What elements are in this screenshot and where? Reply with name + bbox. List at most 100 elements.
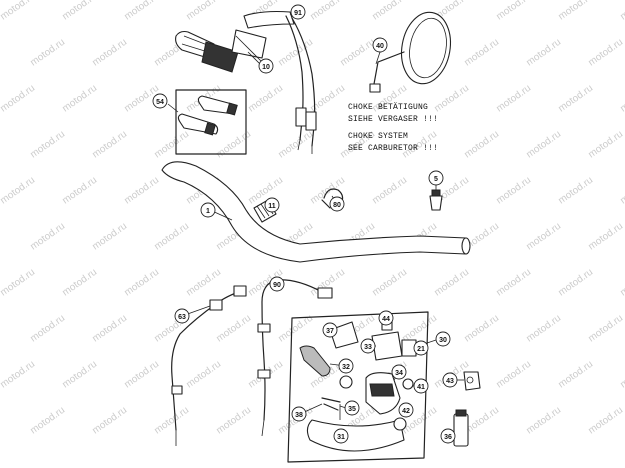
callout-10-label: 10 [262,64,270,71]
watermark-text: motod.ru [524,37,563,69]
watermark-text: motod.ru [586,37,625,69]
watermark-text: motod.ru [276,129,315,161]
watermark-text: motod.ru [432,83,471,115]
watermark-text: motod.ru [618,0,625,22]
watermark-text: motod.ru [494,359,533,391]
watermark-text: motod.ru [122,359,161,391]
callout-37-label: 37 [326,328,334,335]
callout-1-label: 1 [206,208,210,215]
watermark-text: motod.ru [90,37,129,69]
watermark-text: motod.ru [618,359,625,391]
callout-40: 40 [372,37,388,53]
callout-32: 32 [338,358,354,374]
callout-40-label: 40 [376,43,384,50]
watermark-text: motod.ru [60,359,99,391]
watermark-text: motod.ru [586,313,625,345]
callout-42-label: 42 [402,408,410,415]
watermark-text: motod.ru [370,175,409,207]
watermark-text: motod.ru [370,267,409,299]
side-small-parts [453,371,481,447]
callout-36-label: 36 [444,434,452,441]
watermark-text: motod.ru [184,267,223,299]
callout-91: 91 [290,4,306,20]
watermark-text: motod.ru [494,0,533,22]
watermark-text: motod.ru [494,83,533,115]
watermark-text: motod.ru [246,83,285,115]
callout-31-label: 31 [337,434,345,441]
callout-37: 37 [322,322,338,338]
watermark-text: motod.ru [462,313,501,345]
watermark-text: motod.ru [556,175,595,207]
callout-32-label: 32 [342,364,350,371]
watermark-text: motod.ru [618,267,625,299]
watermark-text: motod.ru [214,405,253,437]
watermark-text: motod.ru [90,405,129,437]
clutch-lever-assembly [287,311,429,463]
watermark-text: motod.ru [214,129,253,161]
watermark-text: motod.ru [556,267,595,299]
callout-80: 80 [329,196,345,212]
watermark-text: motod.ru [524,129,563,161]
choke-note-line1: CHOKE BETÄTIGUNG [348,103,428,112]
throttle-grip-assembly [175,10,317,154]
choke-note: CHOKE BETÄTIGUNG SIEHE VERGASER !!! CHOK… [348,103,438,153]
callout-35-label: 35 [348,406,356,413]
watermark-text: motod.ru [0,175,37,207]
callout-34: 34 [391,364,407,380]
watermark-text: motod.ru [60,0,99,22]
watermark-text: motod.ru [556,83,595,115]
watermark-text: motod.ru [338,37,377,69]
watermark-text: motod.ru [556,359,595,391]
callout-21: 21 [413,340,429,356]
watermark-text: motod.ru [90,313,129,345]
callout-33-label: 33 [364,344,372,351]
callout-90-label: 90 [273,282,281,289]
callout-38: 38 [291,406,307,422]
watermark-text: motod.ru [122,175,161,207]
watermark-text: motod.ru [152,221,191,253]
watermark-text: motod.ru [28,313,67,345]
watermark-text: motod.ru [60,175,99,207]
callout-38-label: 38 [295,412,303,419]
watermark-text: motod.ru [90,221,129,253]
watermark-text: motod.ru [586,405,625,437]
watermark-text: motod.ru [586,221,625,253]
callout-30-label: 30 [439,337,447,344]
callout-44-label: 44 [382,316,390,323]
callout-33: 33 [360,338,376,354]
callout-54: 54 [152,93,168,109]
watermark-text: motod.ru [28,221,67,253]
handlebar [161,161,471,263]
watermark-text: motod.ru [586,129,625,161]
watermark-text: motod.ru [0,0,37,22]
callout-44: 44 [378,310,394,326]
callout-21-label: 21 [417,346,425,353]
watermark-text: motod.ru [60,267,99,299]
callout-5-label: 5 [434,176,438,183]
watermark-text: motod.ru [28,405,67,437]
choke-note-line2: SIEHE VERGASER !!! [348,115,438,124]
mirror [369,11,451,93]
watermark-text: motod.ru [90,129,129,161]
watermark-text: motod.ru [462,37,501,69]
watermark-text: motod.ru [0,83,37,115]
callout-36: 36 [440,428,456,444]
callout-34-label: 34 [395,370,403,377]
watermark-text: motod.ru [370,0,409,22]
watermark-text: motod.ru [524,221,563,253]
callout-5: 5 [428,170,444,186]
watermark-text: motod.ru [152,405,191,437]
watermark-text: motod.ru [184,359,223,391]
watermark-text: motod.ru [308,0,347,22]
watermark-text: motod.ru [494,175,533,207]
watermark-text: motod.ru [152,129,191,161]
watermark-text: motod.ru [524,405,563,437]
watermark-layer: motod.ru motod.ru motod.ru motod.ru motod.ru… [0,0,625,436]
watermark-text: motod.ru [524,313,563,345]
watermark-text: motod.ru [494,267,533,299]
watermark-text: motod.ru [432,267,471,299]
watermark-text: motod.ru [0,359,37,391]
callout-63: 63 [174,308,190,324]
callout-11: 11 [264,197,280,213]
